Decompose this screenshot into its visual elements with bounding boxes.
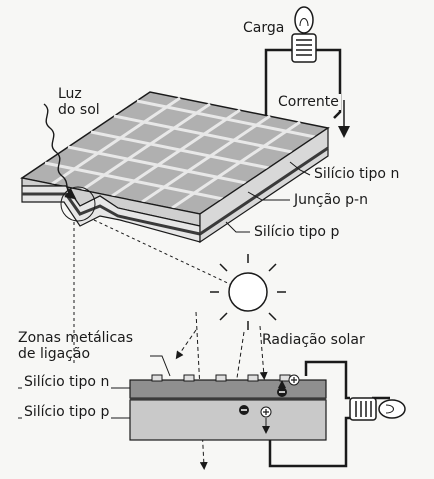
contact-zones-label-line1: Zonas metálicas <box>18 330 134 346</box>
zoom-guides <box>73 219 235 366</box>
sunlight-label-line2: do sol <box>58 102 100 118</box>
n-type-bottom-label: Silício tipo n <box>22 374 112 390</box>
p-layer <box>129 399 327 441</box>
sunlight-label-line1: Luz <box>58 86 82 102</box>
solar-panel <box>20 91 330 244</box>
junction-label: Junção p-n <box>294 192 368 208</box>
panel-junction-line <box>22 192 201 236</box>
zoom-circle <box>60 186 96 222</box>
contact-zones-label-line2: de ligação <box>18 346 91 362</box>
hole-plus-icon <box>260 374 300 434</box>
p-type-top-label: Silício tipo p <box>254 224 340 240</box>
top-circuit <box>264 48 342 119</box>
bulb-icon <box>349 397 406 421</box>
p-type-bottom-label: Silício tipo p <box>22 404 112 420</box>
electron-minus-icon <box>239 380 287 415</box>
panel-side-junction <box>199 146 329 236</box>
sun-icon <box>210 254 286 330</box>
cell-grid <box>44 96 316 210</box>
load-label: Carga <box>243 20 285 36</box>
bulb-icon <box>291 6 317 63</box>
current-label: Corrente <box>276 94 341 110</box>
n-type-top-label: Silício tipo n <box>314 166 400 182</box>
cell-cross-section <box>129 374 327 441</box>
solar-radiation-label: Radiação solar <box>262 332 365 348</box>
metal-contacts <box>151 374 291 382</box>
sunlight-wave-top <box>43 103 77 200</box>
